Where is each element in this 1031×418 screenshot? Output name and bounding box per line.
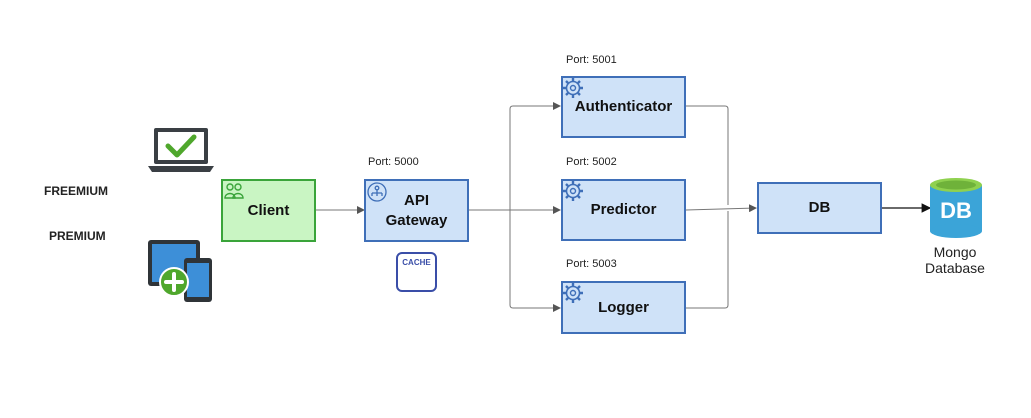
api-gateway-node[interactable]: API Gateway (364, 179, 469, 242)
client-label: Client (247, 201, 290, 219)
mongo-caption-line1: Mongo (933, 244, 977, 260)
users-icon (224, 183, 244, 199)
db-label: DB (808, 199, 831, 216)
logger-label: Logger (598, 298, 649, 316)
authenticator-label: Authenticator (574, 98, 673, 115)
premium-label: PREMIUM (49, 229, 106, 243)
db-node[interactable]: DB (757, 182, 882, 234)
laptop-check-icon (148, 128, 214, 172)
gear-icon (563, 78, 583, 98)
edge-gateway-authenticator (509, 102, 561, 210)
predictor-node[interactable]: Predictor (561, 179, 686, 241)
gateway-label-line1: API (403, 191, 429, 209)
predictor-port-label: Port: 5002 (566, 156, 617, 168)
edge-authenticator-db (686, 105, 729, 205)
mongo-caption: Mongo Database (905, 244, 1005, 276)
logger-port-label: Port: 5003 (566, 258, 617, 270)
edge-predictor-db (685, 204, 757, 213)
client-node[interactable]: Client (221, 179, 316, 242)
edge-gateway-logger (509, 210, 561, 312)
gear-icon (563, 181, 583, 201)
mongodb-logo-text: DB (940, 198, 972, 223)
cache-node[interactable]: CACHE (396, 252, 437, 292)
edge-logger-db (686, 211, 729, 309)
gear-icon (563, 283, 583, 303)
network-icon (367, 182, 387, 202)
authenticator-port-label: Port: 5001 (566, 54, 617, 66)
tablet-add-icon (148, 240, 212, 302)
mongo-caption-line2: Database (925, 260, 985, 276)
authenticator-node[interactable]: Authenticator (561, 76, 686, 138)
mongodb-icon (930, 178, 982, 238)
gateway-label-line2: Gateway (385, 211, 448, 229)
gateway-port-label: Port: 5000 (368, 156, 419, 168)
predictor-label: Predictor (590, 201, 657, 218)
freemium-label: FREEMIUM (44, 184, 108, 198)
logger-node[interactable]: Logger (561, 281, 686, 334)
